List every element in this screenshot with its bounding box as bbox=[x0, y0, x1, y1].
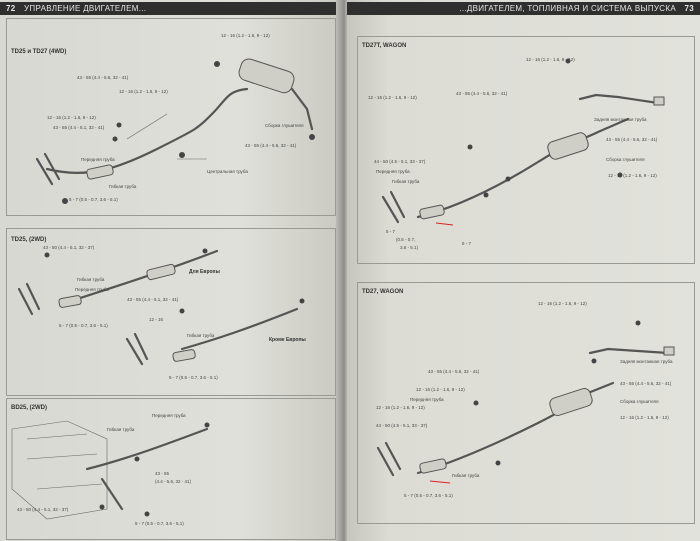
right-page: ...ДВИГАТЕЛЕМ, ТОПЛИВНАЯ И СИСТЕМА ВЫПУС… bbox=[347, 0, 700, 541]
part-label: Задняя монтажная труба bbox=[620, 359, 673, 364]
part-label: Гибкая труба bbox=[109, 184, 137, 189]
torque-label: 43 - 55 (4.4 - 5.6, 32 - 41) bbox=[77, 75, 129, 80]
torque-label: 12 - 16 (1.2 - 1.6, 9 - 12) bbox=[608, 173, 657, 178]
part-label: Задняя монтажная труба bbox=[594, 117, 647, 122]
right-header-title: ...ДВИГАТЕЛЕМ, ТОПЛИВНАЯ И СИСТЕМА ВЫПУС… bbox=[459, 4, 676, 13]
left-page: 72 УПРАВЛЕНИЕ ДВИГАТЕЛЕМ... TD25 и TD27 … bbox=[0, 0, 344, 541]
torque-label: 12 - 16 (1.2 - 1.6, 9 - 12) bbox=[620, 415, 669, 420]
exhaust-illustration bbox=[381, 58, 665, 226]
part-label: Гибкая труба bbox=[452, 473, 480, 478]
torque-label: 43 - 55 (4.4 - 5.1, 32 - 41) bbox=[53, 125, 105, 130]
torque-label: 12 - 16 (1.2 - 1.6, 9 - 12) bbox=[416, 387, 465, 392]
torque-label: 5 - 7 (0.5 - 0.7, 3.6 - 5.1) bbox=[169, 375, 218, 380]
torque-label: 44 - 50 (4.5 - 5.1, 33 - 37) bbox=[374, 159, 426, 164]
right-page-number: 73 bbox=[684, 4, 694, 13]
part-label: Передняя труба bbox=[81, 157, 115, 162]
torque-label: 12 - 16 (1.2 - 1.6, 9 - 12) bbox=[119, 89, 168, 94]
exhaust-illustration bbox=[11, 420, 210, 520]
left-page-header: 72 УПРАВЛЕНИЕ ДВИГАТЕЛЕМ... bbox=[0, 2, 344, 15]
part-label: Гибкая труба bbox=[392, 179, 420, 184]
exhaust-illustration bbox=[376, 320, 675, 484]
part-label: Передняя труба bbox=[376, 169, 410, 174]
torque-label: 43 - 55 (4.4 - 5.6, 32 - 41) bbox=[456, 91, 508, 96]
torque-label: 43 - 55 (4.4 - 5.6, 32 - 41) bbox=[428, 369, 480, 374]
torque-label: 43 - 55 bbox=[155, 471, 170, 476]
exhaust-illustration bbox=[35, 58, 315, 204]
right-page-header: ...ДВИГАТЕЛЕМ, ТОПЛИВНАЯ И СИСТЕМА ВЫПУС… bbox=[347, 2, 700, 15]
diagram-td27-wagon: TD27, WAGON 12 - 16 (1.2 - 1.6, 9 - 12) … bbox=[357, 282, 695, 524]
torque-label: 12 - 16 (1.2 - 1.6, 9 - 12) bbox=[368, 95, 417, 100]
diagram-title: TD27, WAGON bbox=[362, 289, 404, 295]
part-label: Гибкая труба bbox=[107, 427, 135, 432]
diagram-title: TD25, (2WD) bbox=[11, 237, 47, 243]
torque-label: 5 - 7 (0.5 - 0.7, 3.6 - 5.1) bbox=[59, 323, 108, 328]
part-label: Сборка глушителя bbox=[265, 123, 304, 128]
diagram-title: BD25, (2WD) bbox=[11, 405, 48, 411]
torque-label: 44 - 50 (4.5 - 5.1, 33 - 37) bbox=[376, 423, 428, 428]
diagram-td27t-wagon: TD27T, WAGON 12 - 16 (1.2 - 1.6, 9 - 12)… bbox=[357, 36, 695, 264]
torque-label: 12 - 16 bbox=[149, 317, 164, 322]
part-label: Передняя труба bbox=[410, 397, 444, 402]
part-label: Центральная труба bbox=[207, 169, 248, 174]
torque-label: 43 - 55 (4.4 - 5.6, 32 - 41) bbox=[606, 137, 658, 142]
part-label: Сборка глушителя bbox=[606, 157, 645, 162]
variant-label: Для Европы bbox=[189, 269, 220, 275]
exhaust-illustration bbox=[17, 248, 305, 366]
torque-label: 5 - 7 bbox=[386, 229, 396, 234]
torque-label: 5 - 7 bbox=[462, 241, 472, 246]
torque-label: 43 - 50 (4.4 - 5.1, 32 - 37) bbox=[17, 507, 69, 512]
torque-label: 3.6 - 5.1) bbox=[400, 245, 419, 250]
torque-label: 43 - 55 (4.4 - 5.6, 32 - 41) bbox=[620, 381, 672, 386]
torque-label: 43 - 50 (4.4 - 5.1, 32 - 37) bbox=[43, 245, 95, 250]
part-label: Гибкая труба bbox=[77, 277, 105, 282]
diagram-bd25-2wd: BD25, (2WD) Гибкая труба Передняя труба … bbox=[6, 398, 336, 540]
diagram-title: TD25 и TD27 (4WD) bbox=[11, 49, 67, 55]
part-label: Сборка глушителя bbox=[620, 399, 659, 404]
torque-label: 43 - 55 (4.4 - 5.1, 32 - 41) bbox=[127, 297, 179, 302]
torque-label: 12 - 16 (1.2 - 1.6, 9 - 12) bbox=[221, 33, 270, 38]
diagram-td25-td27-4wd: TD25 и TD27 (4WD) 12 - 16 (1.2 - 1.6, 9 … bbox=[6, 18, 336, 216]
part-label: Передняя труба bbox=[152, 413, 186, 418]
torque-label: 5 - 7 (0.5 - 0.7, 3.6 - 5.1) bbox=[135, 521, 184, 526]
variant-label: Кроме Европы bbox=[269, 337, 306, 343]
torque-label: 43 - 55 (4.4 - 5.6, 32 - 41) bbox=[245, 143, 297, 148]
part-label: Гибкая труба bbox=[187, 333, 215, 338]
diagram-title: TD27T, WAGON bbox=[362, 43, 407, 49]
torque-label: 5 - 7 (0.5 - 0.7, 3.6 - 5.1) bbox=[404, 493, 453, 498]
torque-label: 12 - 16 (1.2 - 1.6, 9 - 12) bbox=[526, 57, 575, 62]
torque-label: 5 - 7 (0.5 - 0.7, 3.6 - 5.1) bbox=[69, 197, 118, 202]
left-header-title: УПРАВЛЕНИЕ ДВИГАТЕЛЕМ... bbox=[24, 4, 147, 13]
diagram-td25-2wd: TD25, (2WD) 43 - 50 (4.4 - 5.1, 32 - 37)… bbox=[6, 228, 336, 396]
torque-label: (4.4 - 5.6, 32 - 41) bbox=[155, 479, 192, 484]
torque-label: 12 - 16 (1.2 - 1.6, 9 - 12) bbox=[47, 115, 96, 120]
left-page-number: 72 bbox=[6, 4, 16, 13]
torque-label: (0.5 - 0.7, bbox=[396, 237, 416, 242]
part-label: Передняя труба bbox=[75, 287, 109, 292]
torque-label: 12 - 16 (1.2 - 1.6, 9 - 12) bbox=[376, 405, 425, 410]
torque-label: 12 - 16 (1.2 - 1.6, 9 - 12) bbox=[538, 301, 587, 306]
